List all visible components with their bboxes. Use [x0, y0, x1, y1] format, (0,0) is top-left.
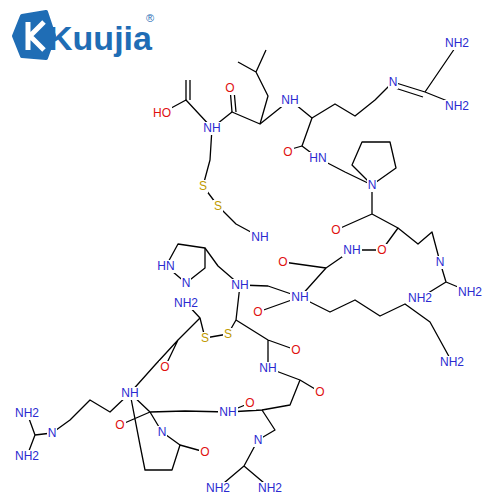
atom-label: O [282, 146, 293, 159]
atom-label: O [330, 224, 341, 237]
atom-label: N [157, 426, 168, 439]
registered-mark: ® [146, 12, 154, 24]
atom-label: O [244, 397, 255, 410]
atom-label: NH2 [14, 407, 40, 420]
atom-label: NH [250, 231, 269, 244]
atom-label: N [388, 76, 399, 89]
atom-label: NH2 [14, 450, 40, 463]
atom-label: O [199, 446, 210, 459]
atom-label: S [223, 328, 233, 341]
atom-label: O [252, 306, 263, 319]
atom-label: NH2 [439, 356, 465, 369]
atom-label: N [181, 277, 192, 290]
atom-label: N [367, 179, 378, 192]
atom-label: NH2 [407, 292, 433, 305]
atom-label: HN [156, 260, 175, 273]
atom-label: NH2 [444, 100, 470, 113]
atom-label: S [200, 332, 210, 345]
atom-label: NH [258, 362, 277, 375]
atom-label: O [314, 386, 325, 399]
atom-label: NH [230, 279, 249, 292]
logo-icon [14, 12, 54, 58]
atom-label: NH [202, 122, 221, 135]
atom-label: NH [342, 244, 361, 257]
atom-label: N [47, 427, 58, 440]
atom-label: S [213, 200, 223, 213]
atom-label: N [253, 434, 264, 447]
atom-label: N [435, 256, 446, 269]
atom-label: O [114, 419, 125, 432]
atom-label: HN [308, 152, 327, 165]
atom-label: NH2 [457, 286, 483, 299]
brand-name: Kuujia [48, 19, 152, 58]
atom-label: S [198, 180, 208, 193]
atom-label: NH2 [205, 482, 231, 495]
atom-label: HO [152, 107, 172, 120]
atom-label: NH2 [173, 297, 199, 310]
atom-label: O [290, 344, 301, 357]
atom-label: NH [280, 94, 299, 107]
atom-label: NH [218, 406, 237, 419]
atom-label: O [376, 244, 387, 257]
atom-label: O [159, 361, 170, 374]
atom-label: O [277, 256, 288, 269]
atom-label: NH [290, 291, 309, 304]
atom-label: NH [120, 387, 139, 400]
atom-label: O [224, 82, 235, 95]
atom-label: NH2 [444, 37, 470, 50]
logo-k [28, 22, 44, 50]
atom-label: NH2 [257, 482, 283, 495]
